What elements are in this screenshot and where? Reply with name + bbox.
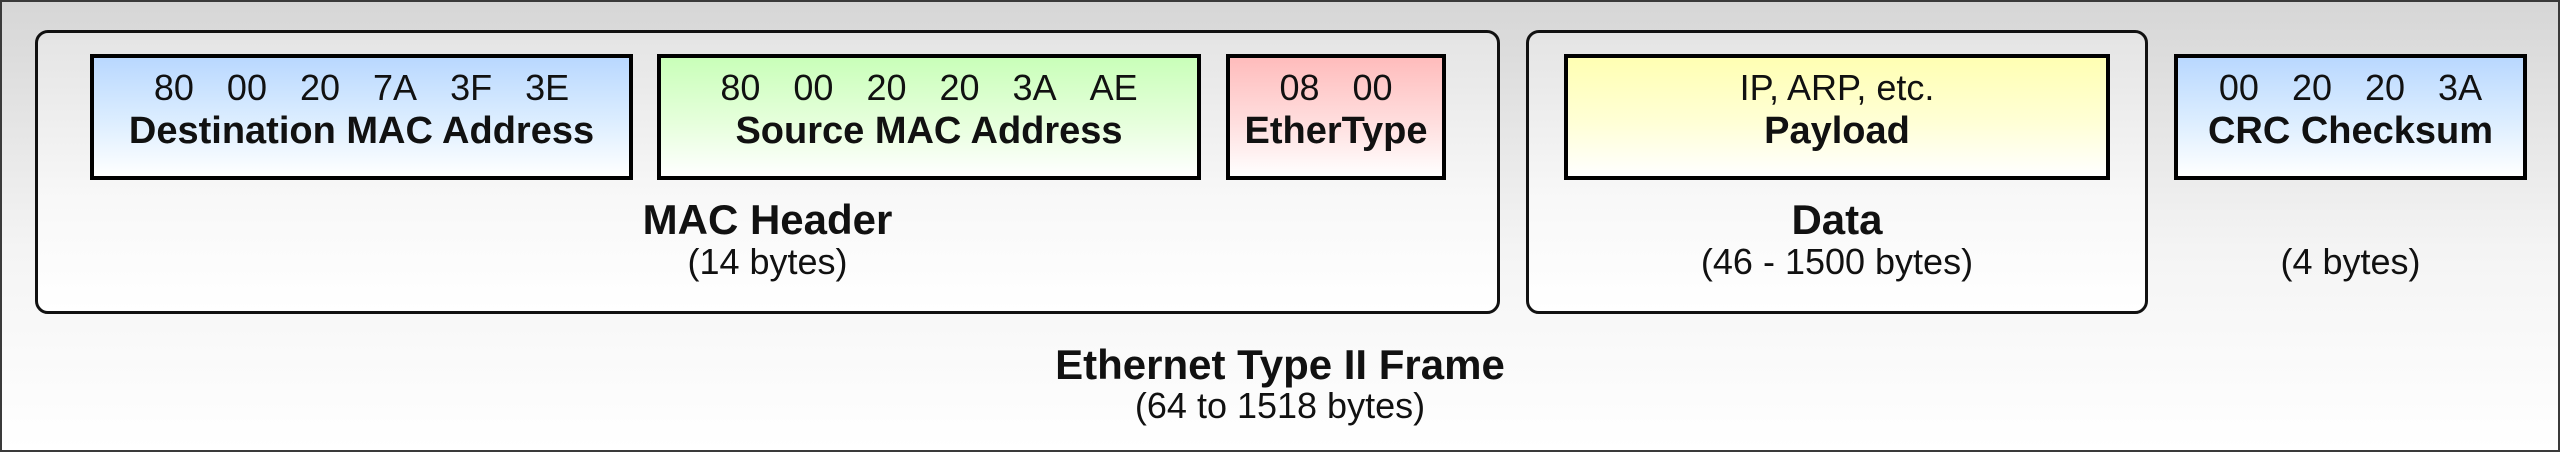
crc-field: 00 20 20 3A CRC Checksum: [2174, 54, 2527, 180]
mac-header-title: MAC Header: [642, 196, 893, 243]
byte: 00: [793, 67, 834, 108]
source-mac-label: Source MAC Address: [735, 110, 1123, 152]
data-title: Data: [1791, 196, 1883, 243]
payload-content: IP, ARP, etc.: [1568, 68, 2106, 108]
byte: 7A: [373, 67, 418, 108]
destination-mac-bytes: 80 00 20 7A 3F 3E: [94, 68, 629, 108]
byte: 80: [153, 67, 194, 108]
byte: 3A: [2438, 67, 2483, 108]
byte: 20: [299, 67, 341, 108]
mac-header-size: (14 bytes): [687, 241, 848, 282]
payload-label: Payload: [1764, 110, 1910, 152]
byte: 00: [226, 67, 267, 108]
byte: 20: [939, 67, 980, 108]
payload-field: IP, ARP, etc. Payload: [1564, 54, 2110, 180]
byte: 00: [2218, 67, 2259, 108]
data-size: (46 - 1500 bytes): [1700, 241, 1974, 282]
byte: 3F: [450, 67, 493, 108]
frame-size: (64 to 1518 bytes): [1134, 385, 1426, 426]
byte: AE: [1089, 67, 1138, 108]
ethertype-bytes: 08 00: [1230, 68, 1442, 108]
destination-mac-label: Destination MAC Address: [128, 110, 595, 152]
byte: 00: [1352, 67, 1393, 108]
byte: 20: [2365, 67, 2406, 108]
byte: 20: [866, 67, 907, 108]
destination-mac-field: 80 00 20 7A 3F 3E Destination MAC Addres…: [90, 54, 633, 180]
payload-content-text: IP, ARP, etc.: [1739, 67, 1935, 108]
crc-bytes: 00 20 20 3A: [2178, 68, 2523, 108]
ethertype-label: EtherType: [1244, 110, 1428, 152]
ethertype-field: 08 00 EtherType: [1226, 54, 1446, 180]
byte: 08: [1279, 67, 1320, 108]
crc-size: (4 bytes): [2280, 241, 2421, 282]
source-mac-bytes: 80 00 20 20 3A AE: [661, 68, 1197, 108]
frame-title: Ethernet Type II Frame: [1055, 341, 1505, 388]
byte: 3E: [525, 67, 570, 108]
byte: 3A: [1012, 67, 1057, 108]
byte: 20: [2291, 67, 2332, 108]
source-mac-field: 80 00 20 20 3A AE Source MAC Address: [657, 54, 1201, 180]
crc-label: CRC Checksum: [2207, 110, 2494, 152]
byte: 80: [720, 67, 761, 108]
